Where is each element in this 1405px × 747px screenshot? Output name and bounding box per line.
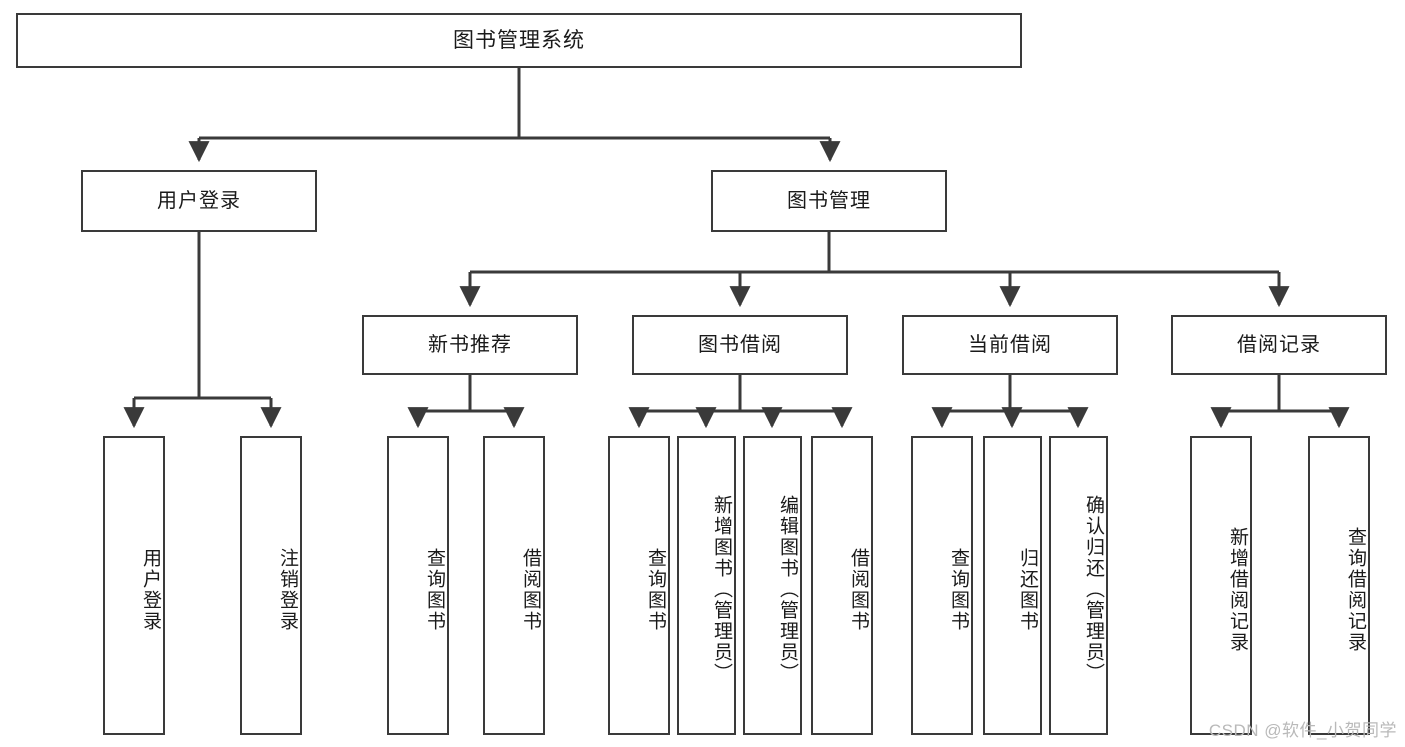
node-leaf-label: 归还图书 <box>1017 547 1038 632</box>
node-user-login[interactable]: 用户登录 <box>81 170 317 232</box>
node-leaf-label: 编辑图书（管理员） <box>777 495 798 684</box>
node-leaf[interactable]: 借阅图书 <box>483 436 545 735</box>
node-root-system[interactable]: 图书管理系统 <box>16 13 1022 68</box>
watermark-text: CSDN @软件_小贺同学 <box>1208 721 1397 740</box>
node-leaf-label: 借阅图书 <box>848 547 869 632</box>
node-leaf[interactable]: 查询借阅记录 <box>1308 436 1370 735</box>
node-leaf[interactable]: 查询图书 <box>911 436 973 735</box>
node-leaf-label: 借阅图书 <box>520 547 541 632</box>
node-book-borrow[interactable]: 图书借阅 <box>632 315 848 375</box>
node-leaf[interactable]: 归还图书 <box>983 436 1042 735</box>
node-leaf[interactable]: 编辑图书（管理员） <box>743 436 802 735</box>
node-leaf[interactable]: 确认归还（管理员） <box>1049 436 1108 735</box>
node-leaf-label: 查询图书 <box>948 547 969 632</box>
node-leaf-label: 查询图书 <box>645 547 666 632</box>
node-leaf[interactable]: 查询图书 <box>608 436 670 735</box>
node-leaf-label: 用户登录 <box>140 547 161 632</box>
node-current-borrow[interactable]: 当前借阅 <box>902 315 1118 375</box>
node-leaf[interactable]: 借阅图书 <box>811 436 873 735</box>
node-leaf-label: 新增图书（管理员） <box>711 495 732 684</box>
node-leaf[interactable]: 新增借阅记录 <box>1190 436 1252 735</box>
node-leaf[interactable]: 注销登录 <box>240 436 302 735</box>
node-book-management[interactable]: 图书管理 <box>711 170 947 232</box>
node-leaf[interactable]: 新增图书（管理员） <box>677 436 736 735</box>
node-leaf-label: 新增借阅记录 <box>1227 526 1248 653</box>
node-borrow-records[interactable]: 借阅记录 <box>1171 315 1387 375</box>
node-leaf-label: 查询借阅记录 <box>1345 526 1366 653</box>
node-leaf-label: 确认归还（管理员） <box>1083 495 1104 684</box>
node-leaf-label: 注销登录 <box>277 547 298 632</box>
node-leaf[interactable]: 用户登录 <box>103 436 165 735</box>
node-new-book-recommend[interactable]: 新书推荐 <box>362 315 578 375</box>
node-leaf-label: 查询图书 <box>424 547 445 632</box>
node-leaf[interactable]: 查询图书 <box>387 436 449 735</box>
